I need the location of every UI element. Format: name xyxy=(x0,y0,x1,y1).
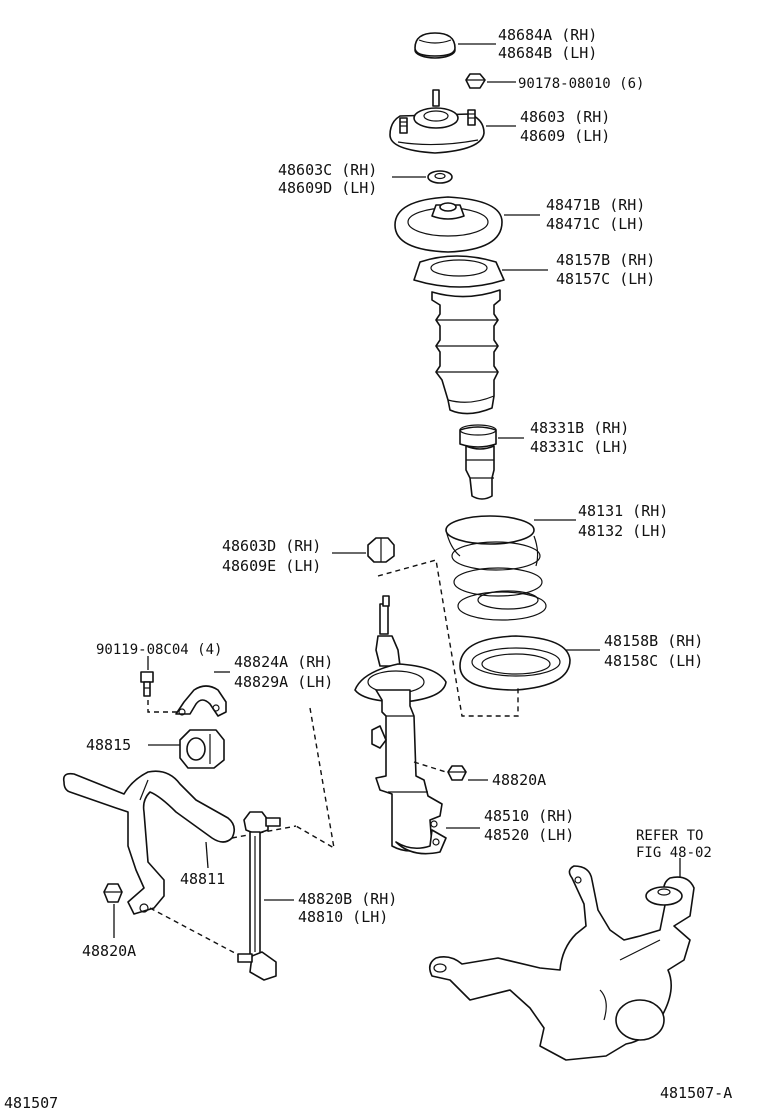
strut-assembly-part xyxy=(354,595,447,855)
label-strut-nut-lh: 48609E (LH) xyxy=(222,557,321,575)
label-refer-to: REFER TO xyxy=(636,828,703,844)
stabilizer-nut-part xyxy=(447,765,467,781)
label-upper-seat-rh: 48471B (RH) xyxy=(546,196,645,214)
label-strut-nut-rh: 48603D (RH) xyxy=(222,537,321,555)
label-dust-cap-rh: 48684A (RH) xyxy=(498,26,597,44)
bracket-bolt-part xyxy=(140,671,154,697)
label-strut-mount-lh: 48609 (LH) xyxy=(520,127,610,145)
strut-mount-part xyxy=(389,89,485,154)
label-upper-seat-lh: 48471C (LH) xyxy=(546,215,645,233)
label-dust-boot-rh: 48157B (RH) xyxy=(556,251,655,269)
label-strut-mount-rh: 48603 (RH) xyxy=(520,108,610,126)
label-dust-boot-lh: 48157C (LH) xyxy=(556,270,655,288)
dust-cap-part xyxy=(414,32,456,59)
stabilizer-link-part xyxy=(237,811,281,981)
label-bracket-lh: 48829A (LH) xyxy=(234,673,333,691)
label-bump-stopper-rh: 48331B (RH) xyxy=(530,419,629,437)
bump-stopper-part xyxy=(459,424,497,500)
label-coil-spring-lh: 48132 (LH) xyxy=(578,522,668,540)
label-link-nut: 48820A xyxy=(82,942,136,960)
label-washer-rh: 48603C (RH) xyxy=(278,161,377,179)
label-bracket-bolt: 90119-08C04 (4) xyxy=(96,642,222,658)
label-strut-assembly-rh: 48510 (RH) xyxy=(484,807,574,825)
nut-part xyxy=(465,73,486,89)
footer-left-code: 481507 xyxy=(4,1094,58,1112)
label-bushing: 48815 xyxy=(86,736,131,754)
label-dust-cap-lh: 48684B (LH) xyxy=(498,44,597,62)
label-stabilizer-bar: 48811 xyxy=(180,870,225,888)
label-bracket-rh: 48824A (RH) xyxy=(234,653,333,671)
label-bump-stopper-lh: 48331C (LH) xyxy=(530,438,629,456)
stabilizer-bracket-part xyxy=(175,685,227,717)
stabilizer-link-nut-part xyxy=(103,883,123,903)
stabilizer-bushing-part xyxy=(179,729,225,769)
label-refer-fig: FIG 48-02 xyxy=(636,845,712,861)
label-washer-lh: 48609D (LH) xyxy=(278,179,377,197)
label-lower-insulator-rh: 48158B (RH) xyxy=(604,632,703,650)
coil-spring-part xyxy=(445,515,547,621)
upper-spring-seat-part xyxy=(394,196,503,253)
label-coil-spring-rh: 48131 (RH) xyxy=(578,502,668,520)
label-lower-insulator-lh: 48158C (LH) xyxy=(604,652,703,670)
footer-right-code: 481507-A xyxy=(660,1084,732,1102)
dust-boot-part xyxy=(413,255,505,415)
label-stabilizer-link-rh: 48820B (RH) xyxy=(298,890,397,908)
stabilizer-bar-part xyxy=(62,770,236,915)
label-stabilizer-nut: 48820A xyxy=(492,771,546,789)
strut-nut-part xyxy=(367,537,395,563)
label-strut-assembly-lh: 48520 (LH) xyxy=(484,826,574,844)
washer-part xyxy=(427,170,453,184)
label-nut: 90178-08010 (6) xyxy=(518,76,644,92)
label-stabilizer-link-lh: 48810 (LH) xyxy=(298,908,388,926)
lower-insulator-part xyxy=(459,635,571,691)
steering-knuckle-part xyxy=(428,865,695,1061)
